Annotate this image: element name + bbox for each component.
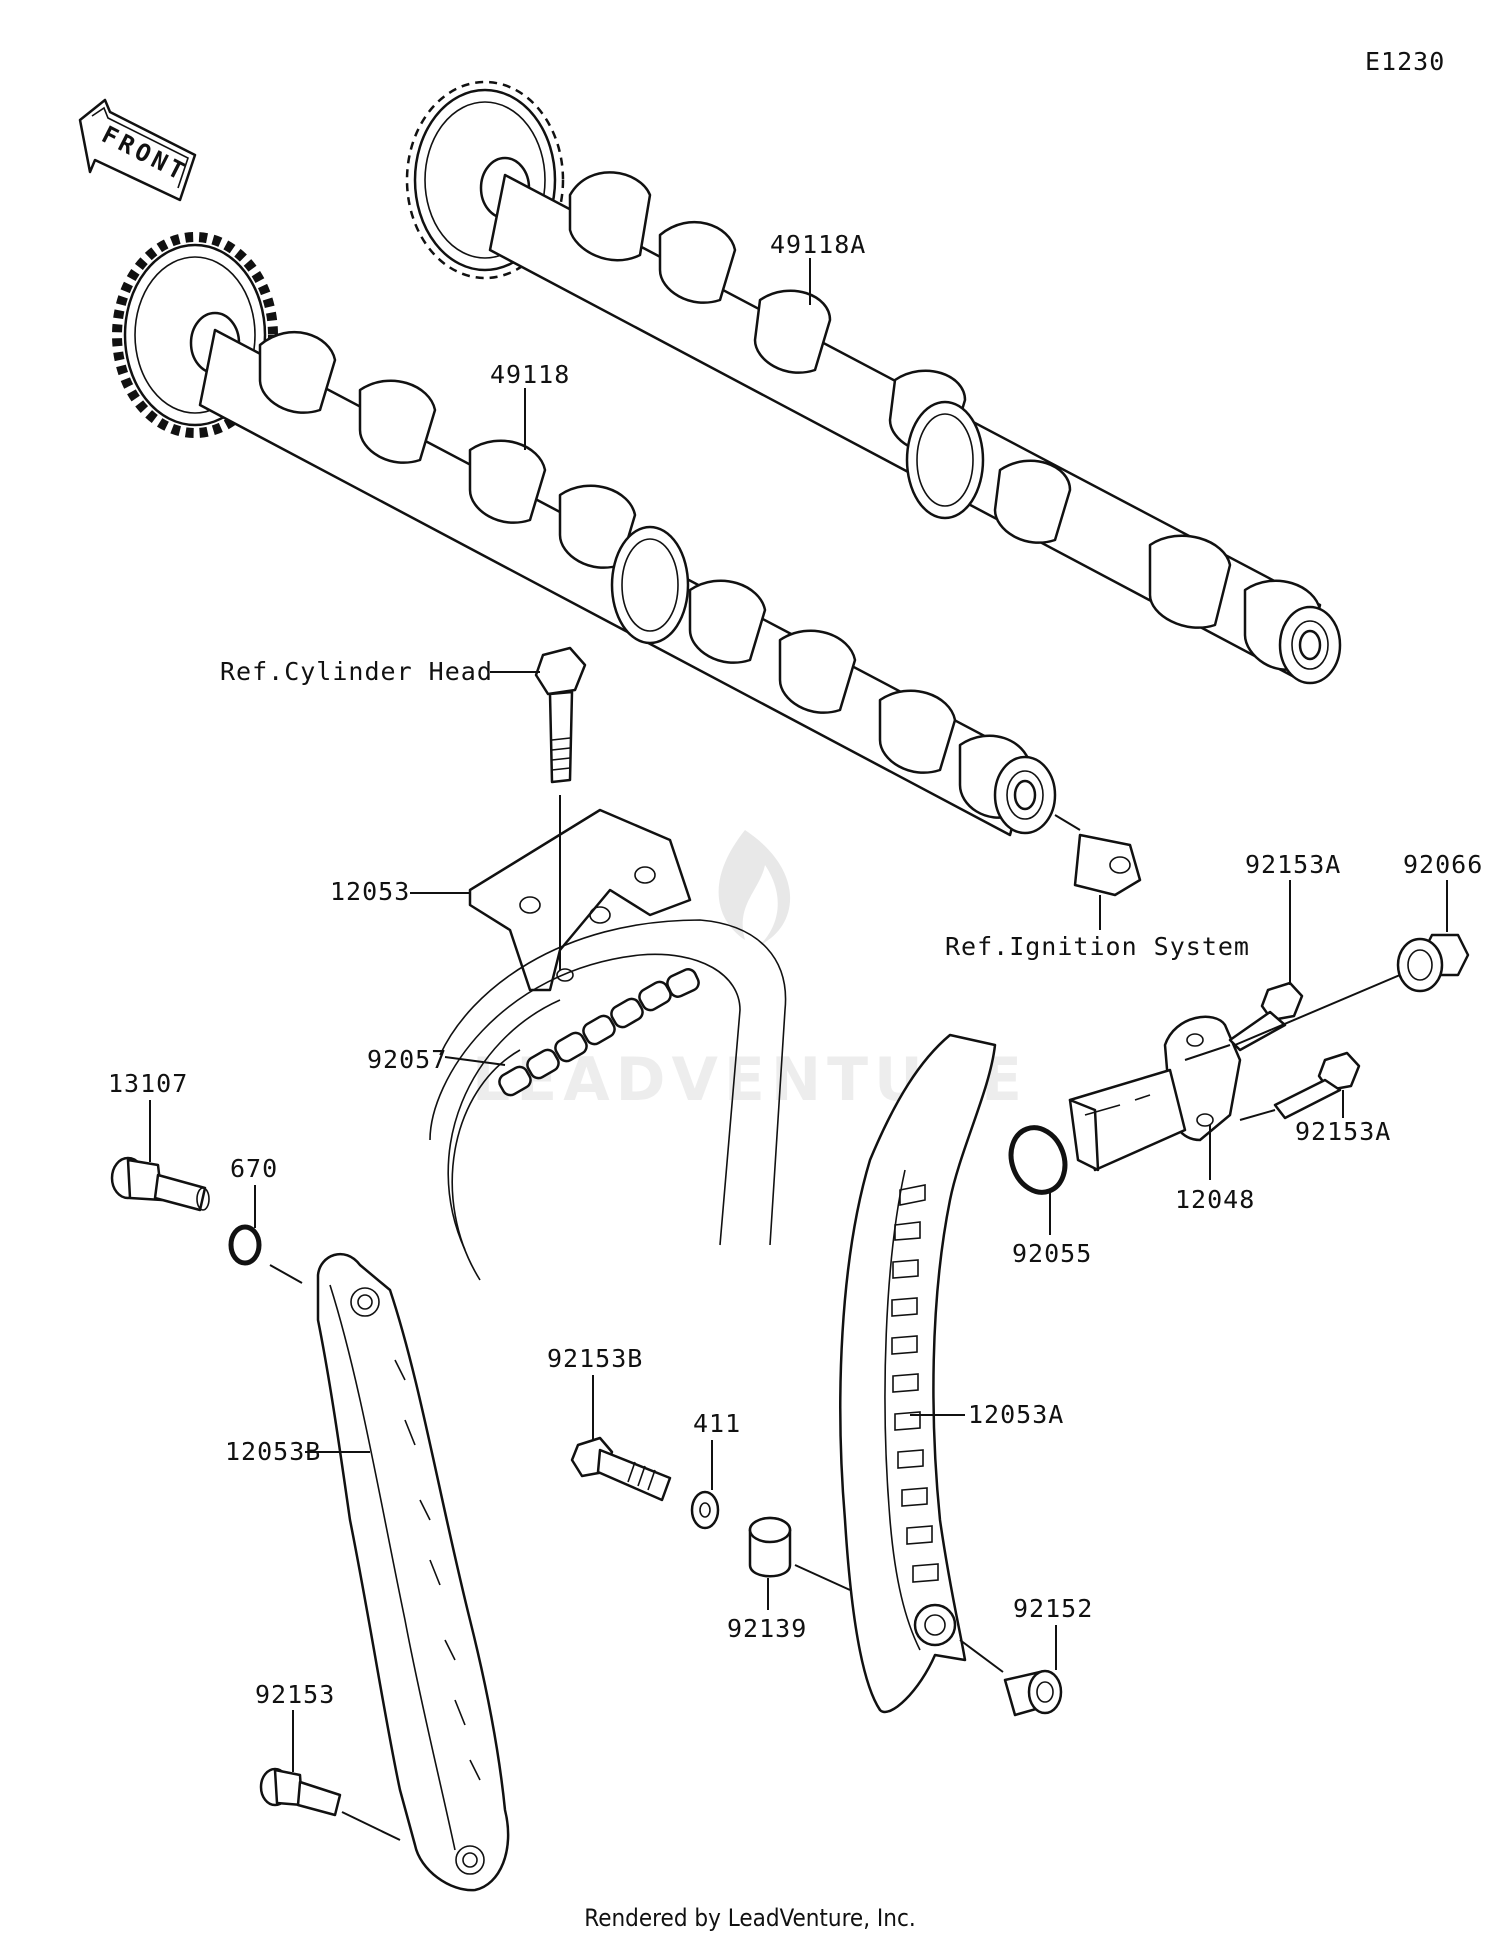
washer-411	[690, 1490, 720, 1530]
chain-tensioner-12048	[1068, 1015, 1242, 1172]
pivot-bolt-13107	[110, 1156, 210, 1212]
label-12053: 12053	[330, 877, 410, 906]
label-411: 411	[693, 1409, 741, 1438]
collar-92139	[748, 1516, 792, 1578]
label-92055: 92055	[1012, 1239, 1092, 1268]
label-92153A-top: 92153A	[1245, 850, 1341, 879]
collar-bolt-92152	[1003, 1669, 1063, 1717]
footer-credit: Rendered by LeadVenture, Inc.	[584, 1904, 915, 1932]
label-ref-ignition-system: Ref.Ignition System	[945, 932, 1250, 961]
label-92153: 92153	[255, 1680, 335, 1709]
bolt-92153A-lower	[1273, 1051, 1361, 1120]
cylinder-head-bolt	[534, 646, 587, 784]
o-ring-670	[228, 1224, 262, 1266]
ignition-rotor-part	[1073, 833, 1142, 897]
camshaft-49118A	[405, 80, 1342, 685]
o-ring-92055	[1008, 1125, 1068, 1195]
timing-chain-92057	[429, 919, 787, 1281]
chain-guide-12053	[468, 808, 692, 992]
label-ref-cylinder-head: Ref.Cylinder Head	[220, 657, 493, 686]
label-670: 670	[230, 1154, 278, 1183]
label-12048: 12048	[1175, 1185, 1255, 1214]
chain-guide-12053A	[839, 1033, 997, 1714]
label-92057: 92057	[367, 1045, 447, 1074]
label-12053B: 12053B	[225, 1437, 321, 1466]
bolt-92153B	[570, 1436, 672, 1502]
label-92139: 92139	[727, 1614, 807, 1643]
chain-guide-12053B	[316, 1253, 510, 1892]
label-49118A: 49118A	[770, 230, 866, 259]
label-13107: 13107	[108, 1069, 188, 1098]
label-92066: 92066	[1403, 850, 1483, 879]
label-12053A: 12053A	[968, 1400, 1064, 1429]
cap-bolt-92066	[1396, 933, 1470, 993]
label-49118: 49118	[490, 360, 570, 389]
diagram-code: E1230	[1365, 47, 1445, 76]
front-arrow-icon: FRONT	[78, 98, 197, 202]
bolt-92153A-upper	[1228, 981, 1304, 1052]
bolt-92153	[259, 1767, 342, 1817]
camshaft-49118	[112, 232, 1057, 837]
label-92153B: 92153B	[547, 1344, 643, 1373]
label-92152: 92152	[1013, 1594, 1093, 1623]
label-92153A-bottom: 92153A	[1295, 1117, 1391, 1146]
